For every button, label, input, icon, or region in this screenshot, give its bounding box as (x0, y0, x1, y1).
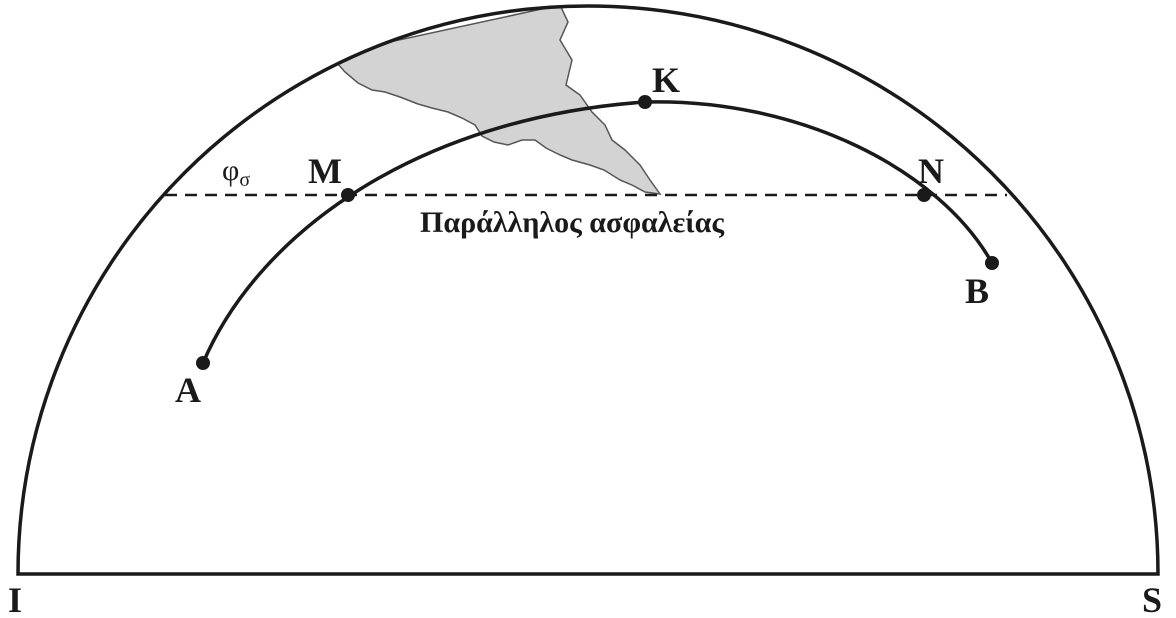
label-s: S (1142, 580, 1162, 618)
label-k: K (652, 60, 680, 100)
point-m-marker (341, 188, 355, 202)
label-i: I (8, 580, 22, 618)
parallel-caption: Παράλληλος ασφαλείας (420, 206, 724, 239)
label-phi-subscript: σ (239, 169, 250, 191)
label-m: M (308, 151, 342, 191)
route-arc (201, 100, 994, 364)
point-a-marker (196, 356, 210, 370)
label-b: B (965, 271, 989, 311)
point-k-marker (638, 95, 652, 109)
label-phi-sigma: φσ (222, 154, 250, 191)
hemisphere-outline (16, 4, 1160, 576)
label-phi: φ (222, 154, 239, 187)
point-n-marker (917, 188, 931, 202)
label-a: A (175, 370, 201, 410)
landmass-shape (328, 6, 662, 195)
label-n: N (918, 151, 944, 191)
point-b-marker (985, 256, 999, 270)
